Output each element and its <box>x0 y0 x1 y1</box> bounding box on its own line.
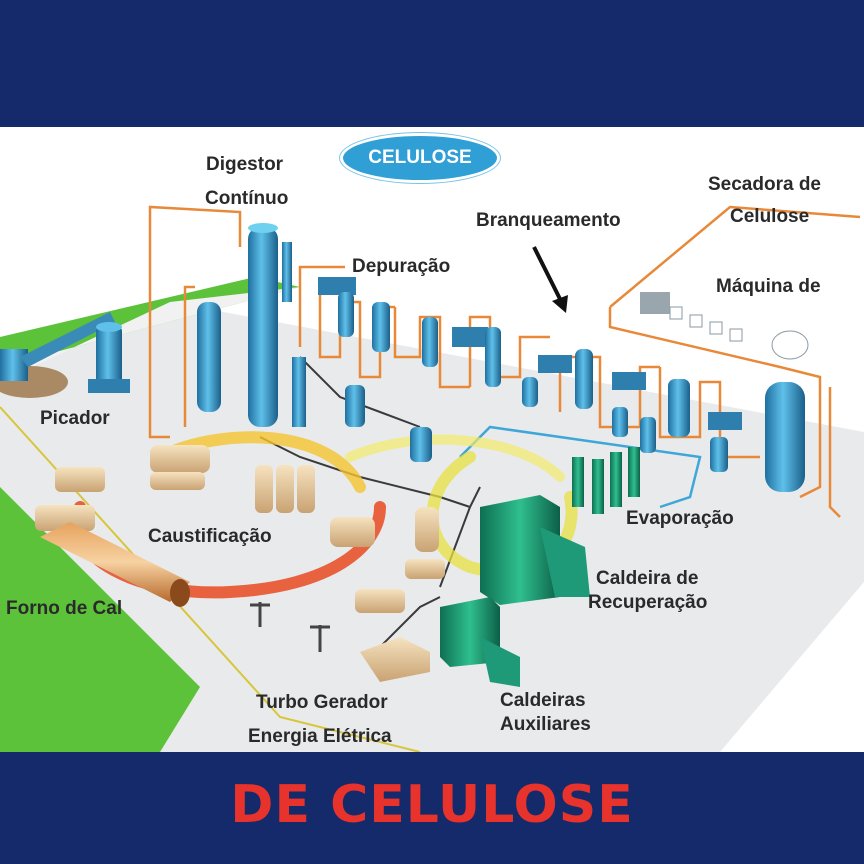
label-branqueamento: Branqueamento <box>476 210 621 231</box>
label-caustificacao: Caustificação <box>148 526 272 547</box>
label-secadora-line1: Secadora de <box>708 174 821 195</box>
label-maquina: Máquina de <box>716 276 821 297</box>
label-caldeiras-auxiliares-line1: Caldeiras <box>500 690 586 711</box>
picador-tank <box>88 322 130 393</box>
bottom-frame-band <box>0 752 864 864</box>
label-turbo-gerador: Turbo Gerador <box>256 692 388 713</box>
label-caldeiras-auxiliares-line2: Auxiliares <box>500 714 591 735</box>
wood-chip-pile <box>0 312 115 398</box>
label-energia-eletrica: Energia Elétrica <box>248 726 392 747</box>
branqueamento-arrow <box>532 246 568 313</box>
label-caldeira-recuperacao-line2: Recuperação <box>588 592 708 613</box>
label-secadora-line2: Celulose <box>730 206 810 227</box>
label-forno-de-cal: Forno de Cal <box>6 598 123 619</box>
label-caldeira-recuperacao-line1: Caldeira de <box>596 568 699 589</box>
pulp-mill-process-diagram: CELULOSE Digestor Contínuo Depuração Bra… <box>0 127 864 752</box>
paper-machine <box>640 292 809 360</box>
evaporation-pipe <box>459 425 702 509</box>
plant-illustration <box>0 205 864 752</box>
footer-title: DE CELULOSE <box>230 775 634 835</box>
label-continuo: Contínuo <box>205 188 289 209</box>
depuracao-equipment <box>318 277 805 492</box>
grass-strip-bottom <box>0 487 200 752</box>
digestor-columns <box>197 223 306 427</box>
top-frame-band <box>0 0 864 127</box>
label-evaporacao: Evaporação <box>626 508 734 529</box>
lime-kiln <box>40 522 190 607</box>
celulose-badge: CELULOSE <box>340 133 500 183</box>
causticizing-units <box>35 445 445 613</box>
label-picador: Picador <box>40 408 110 429</box>
label-depuracao: Depuração <box>352 256 451 277</box>
label-digestor: Digestor <box>206 154 284 175</box>
recovery-boiler <box>480 495 590 605</box>
evaporation-units <box>572 447 640 514</box>
auxiliary-boilers <box>440 597 520 687</box>
turbo-generator <box>250 602 430 682</box>
